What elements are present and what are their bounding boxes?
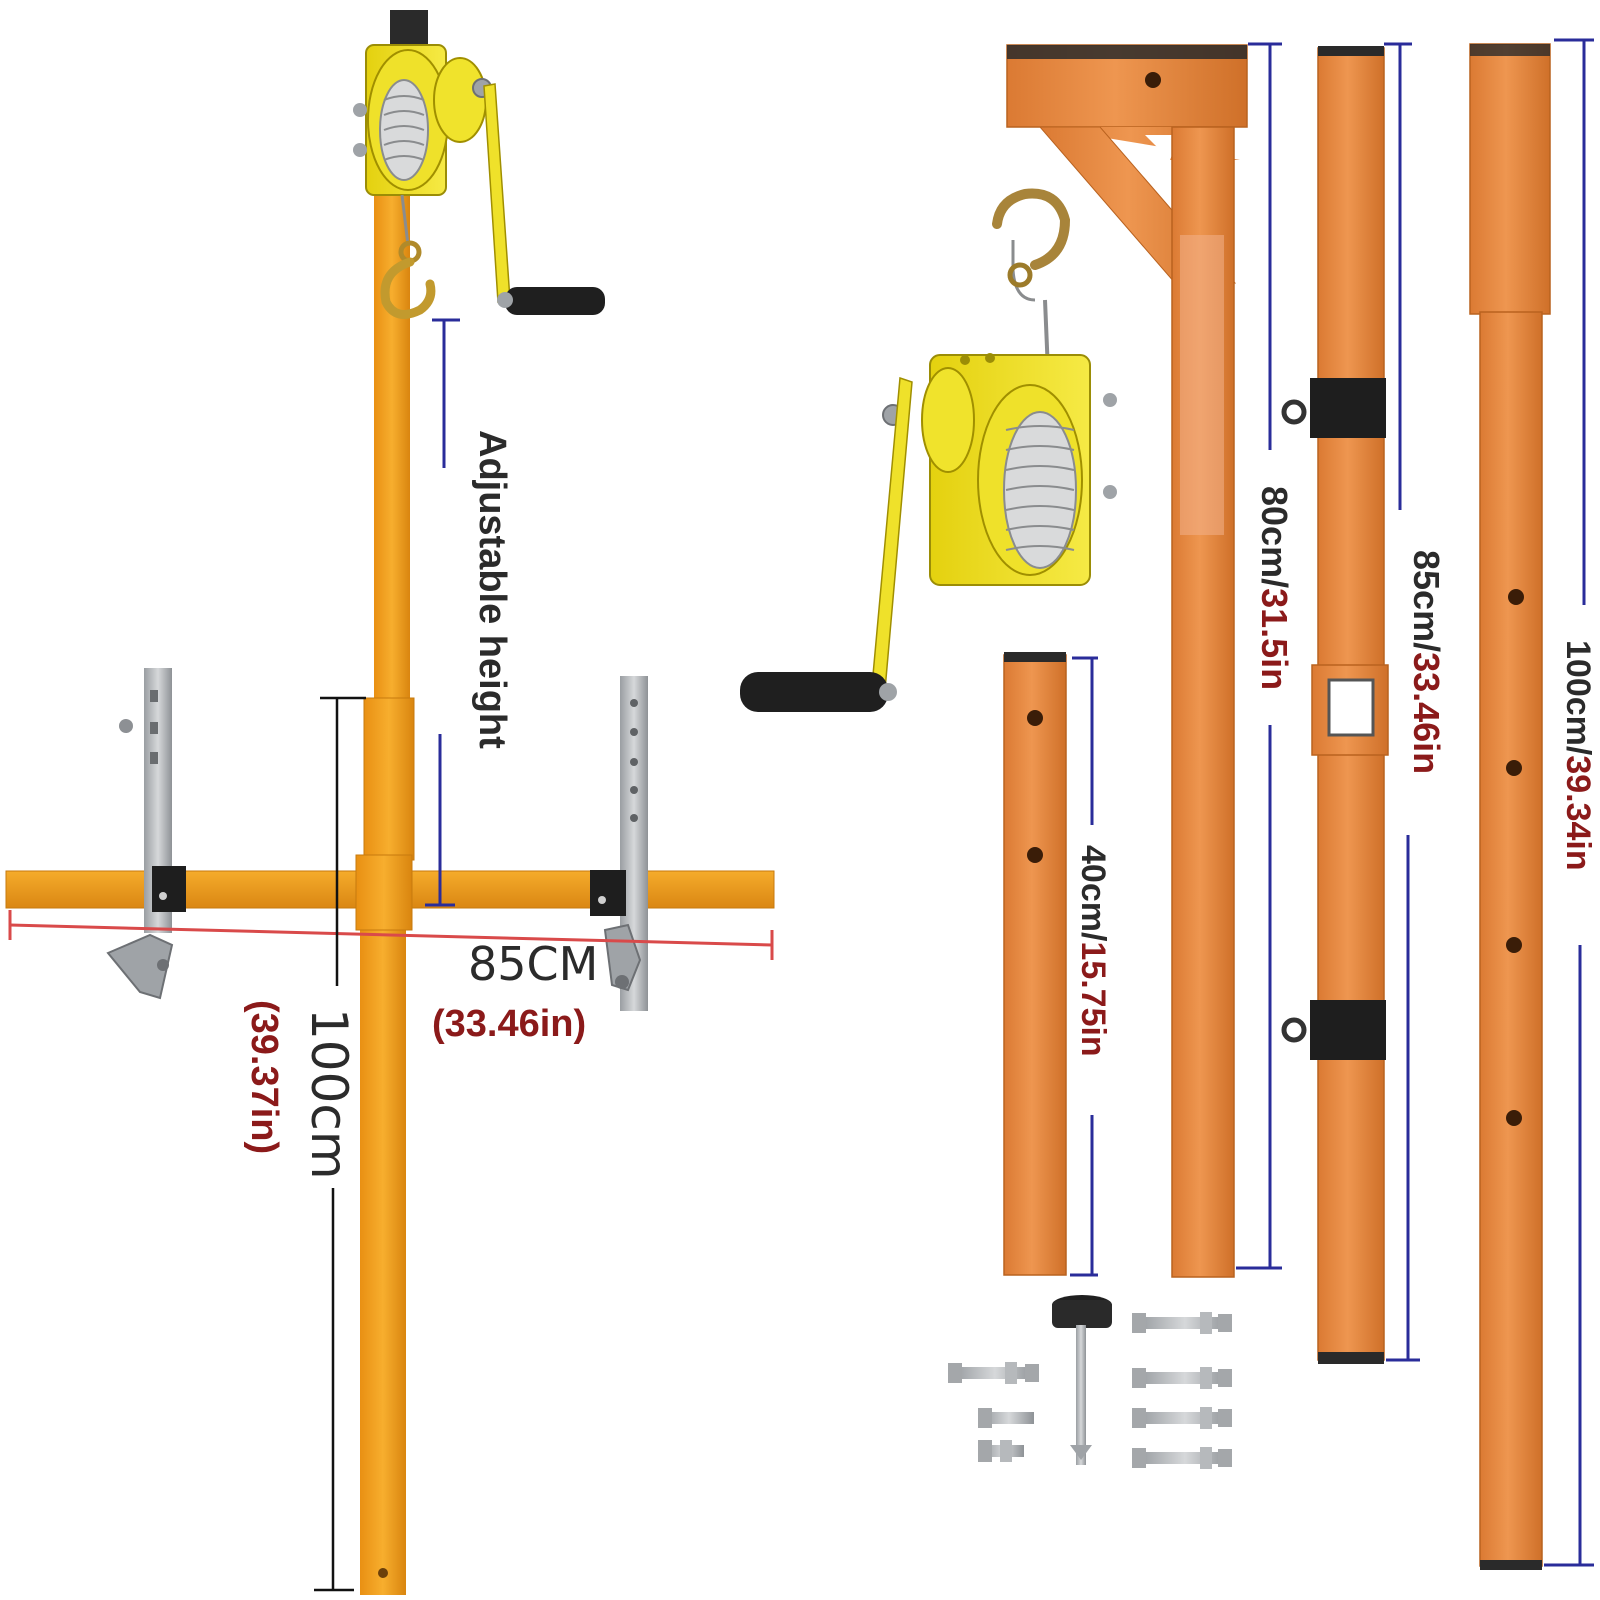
cross-joint <box>355 854 413 931</box>
right-mount-bracket <box>590 676 648 1011</box>
mast-sleeve <box>363 697 415 861</box>
parts-layout: 80cm/31.5in 85cm/33.46in <box>740 38 1597 1570</box>
crank-handle-icon <box>483 83 605 315</box>
post-length-cm: 85cm/ <box>1406 550 1447 652</box>
adjustable-height-dimension <box>425 318 460 907</box>
jib-arm <box>1006 44 1248 1278</box>
winch-icon <box>353 10 492 196</box>
post-tube <box>1281 46 1389 1364</box>
short-tube-length-label: 40cm/15.75in <box>1074 845 1112 1057</box>
arm-length-cm: 80cm/ <box>1254 486 1295 588</box>
leveling-foot <box>1052 1295 1112 1465</box>
adjustable-height-label: Adjustable height <box>471 430 513 749</box>
extension-length-label: 100cm/39.34in <box>1559 640 1597 871</box>
extension-length-in: 39.34in <box>1559 755 1597 870</box>
hook-icon <box>992 188 1071 270</box>
mast-lower-tube <box>360 905 406 1595</box>
crossbar-dimension <box>8 910 774 960</box>
short-tube-length-cm: 40cm/ <box>1074 845 1112 942</box>
bolt-icon <box>1132 1367 1232 1389</box>
bolt-icon <box>978 1440 1024 1462</box>
short-tube-length-in: 15.75in <box>1074 941 1112 1056</box>
assembled-crane: Adjustable height 85CM (33.46in) 100cm (… <box>5 10 775 1595</box>
bolt-icon <box>948 1362 1039 1384</box>
bolt-icon <box>978 1408 1034 1428</box>
short-tube-dimension <box>1070 656 1098 1277</box>
mast-height-dimension <box>314 696 366 1592</box>
post-dimension <box>1384 42 1420 1362</box>
crossbar-length-cm: 85CM <box>468 937 598 991</box>
crossbar-length-in: (33.46in) <box>432 1003 586 1045</box>
short-tube <box>1003 652 1067 1276</box>
hook-icon <box>380 194 436 319</box>
arm-length-label: 80cm/31.5in <box>1254 486 1295 690</box>
mast-height-in: (39.37in) <box>243 1000 285 1154</box>
post-length-in: 33.46in <box>1406 652 1447 774</box>
extension-tube <box>1469 43 1551 1570</box>
arm-length-in: 31.5in <box>1254 588 1295 690</box>
mast-pin-hole <box>378 1568 388 1578</box>
bolt-icon <box>1132 1447 1232 1469</box>
post-length-label: 85cm/33.46in <box>1406 550 1447 774</box>
mast-height-cm: 100cm <box>300 1008 358 1180</box>
extension-dimension <box>1544 38 1594 1567</box>
hardware-set <box>948 1295 1232 1469</box>
crank-handle-icon <box>740 376 913 712</box>
extension-length-cm: 100cm/ <box>1559 640 1597 756</box>
bolt-icon <box>1132 1312 1232 1334</box>
bolt-icon <box>1132 1407 1232 1429</box>
winch-icon <box>882 188 1117 586</box>
left-mount-bracket <box>106 668 186 1000</box>
arm-dimension <box>1236 42 1282 1270</box>
